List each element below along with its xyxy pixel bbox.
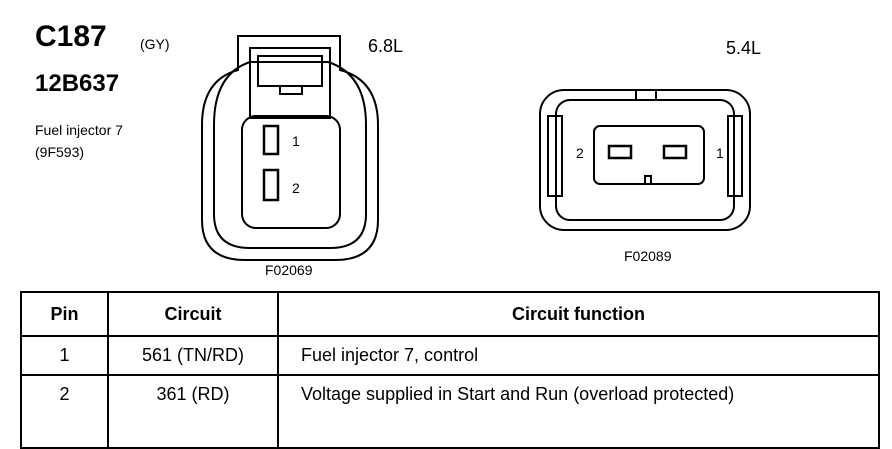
cell-circuit: 561 (TN/RD) (107, 335, 279, 376)
cell-function: Voltage supplied in Start and Run (overl… (277, 374, 880, 449)
engine-label-5-4l: 5.4L (726, 38, 762, 58)
component-name: Fuel injector 7 (35, 122, 123, 138)
header-circuit-function: Circuit function (277, 291, 880, 337)
connector-6-8l-drawing (201, 35, 379, 261)
table-row: 1 561 (TN/RD) Fuel injector 7, control (20, 335, 880, 376)
cell-pin: 2 (20, 374, 109, 449)
pin-label-5-4l-left: 2 (576, 145, 584, 161)
engine-label-6-8l: 6.8L (368, 36, 404, 56)
connector-id: C187 (35, 20, 107, 53)
cell-pin: 1 (20, 335, 109, 376)
pin-label-6-8l-2: 2 (292, 180, 300, 196)
connector-5-4l-drawing (539, 89, 751, 231)
pin-label-6-8l-1: 1 (292, 133, 300, 149)
circuit-table: Pin Circuit Circuit function 1 561 (TN/R… (20, 291, 880, 449)
component-part-number: (9F593) (35, 144, 85, 160)
table-row: 2 361 (RD) Voltage supplied in Start and… (20, 374, 880, 449)
cell-circuit: 361 (RD) (107, 374, 279, 449)
connector-color-code: (GY) (140, 36, 170, 52)
cell-function: Fuel injector 7, control (277, 335, 880, 376)
table-header-row: Pin Circuit Circuit function (20, 291, 880, 337)
connector-diagrams (201, 35, 751, 261)
pin-label-5-4l-right: 1 (716, 145, 724, 161)
figure-code-6-8l: F02069 (265, 262, 313, 278)
figure-code-5-4l: F02089 (624, 248, 672, 264)
header-circuit: Circuit (107, 291, 279, 337)
header-pin: Pin (20, 291, 109, 337)
part-number: 12B637 (35, 70, 120, 97)
